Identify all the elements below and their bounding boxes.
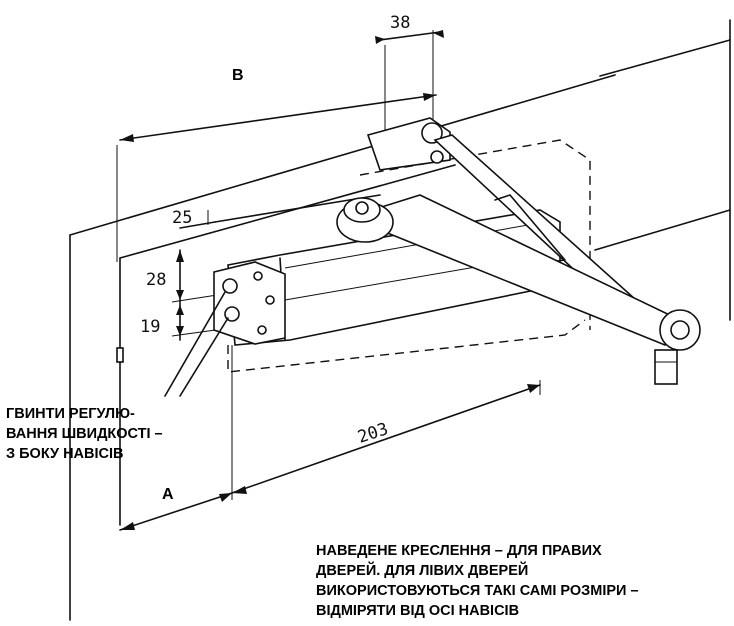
dimension-b <box>116 30 437 262</box>
door-frame <box>69 19 731 621</box>
label-a: A <box>162 486 174 503</box>
speed-screws-line-3: З БОКУ НАВІСІВ <box>6 446 124 462</box>
mounting-plate-outline <box>227 139 591 373</box>
speed-screws-line-2: ВАННЯ ШВИДКОСТІ – <box>6 426 163 442</box>
drawing-note: НАВЕДЕНЕ КРЕСЛЕННЯ – ДЛЯ ПРАВИХ ДВЕРЕЙ. … <box>316 541 639 621</box>
dim-203-text: 203 <box>355 419 390 448</box>
dim-25-text: 25 <box>172 208 192 228</box>
speed-screws-note: ГВИНТИ РЕГУЛЮ- ВАННЯ ШВИДКОСТІ – З БОКУ … <box>6 404 163 464</box>
drawing-note-line-2: ДВЕРЕЙ. ДЛЯ ЛІВИХ ДВЕРЕЙ <box>316 563 529 579</box>
dim-28-text: 28 <box>146 270 166 290</box>
arm-assembly <box>336 117 701 385</box>
dimension-28-19: 28 19 <box>140 249 231 341</box>
speed-screw-leaders <box>164 291 229 397</box>
dimension-38: 38 <box>375 13 444 130</box>
dim-38-text: 38 <box>390 13 410 33</box>
speed-screws-line-1: ГВИНТИ РЕГУЛЮ- <box>6 406 135 422</box>
dimension-203: 203 <box>231 345 541 500</box>
drawing-note-line-4: ВІДМІРЯТИ ВІД ОСІ НАВІСІВ <box>316 603 520 619</box>
drawing-note-line-1: НАВЕДЕНЕ КРЕСЛЕННЯ – ДЛЯ ПРАВИХ <box>316 543 602 559</box>
label-b: B <box>232 67 244 84</box>
drawing-note-line-3: ВИКОРИСТОВУЮТЬСЯ ТАКІ САМІ РОЗМІРИ – <box>316 583 639 599</box>
dimension-a <box>119 492 233 531</box>
dim-19-text: 19 <box>140 317 160 337</box>
